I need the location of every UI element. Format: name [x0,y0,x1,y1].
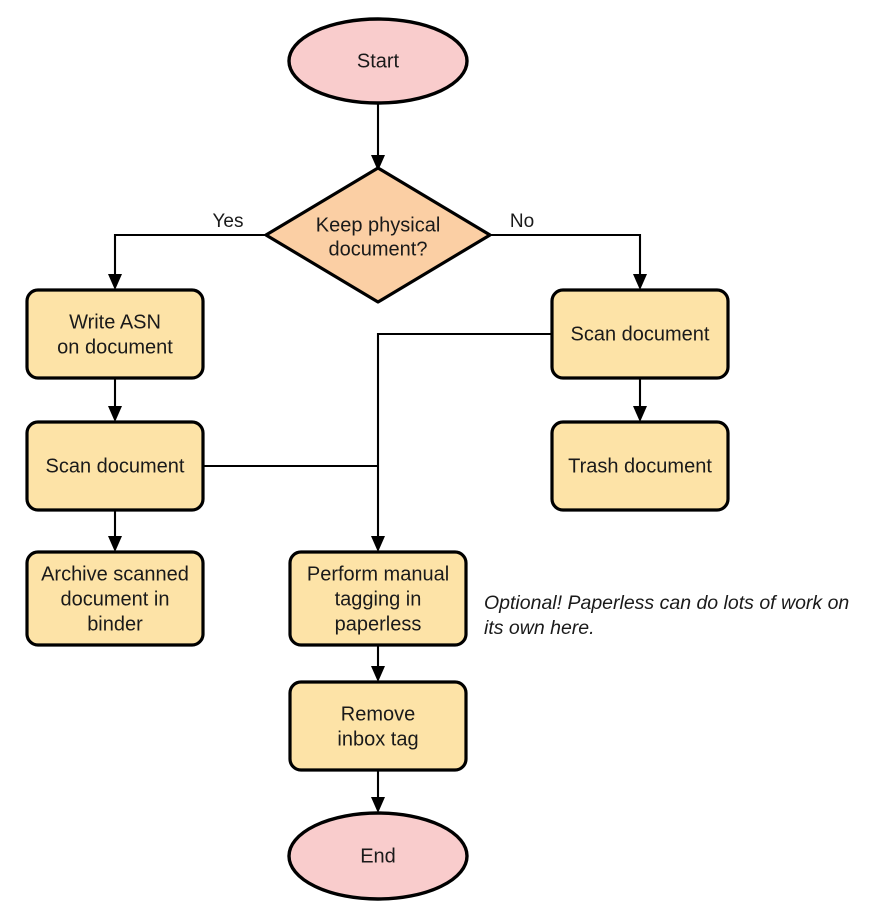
archive-label-line2: document in [61,588,170,610]
annotation-optional-note: Optional! Paperless can do lots of work … [484,592,849,639]
tagging-box-shape [288,550,468,647]
node-scan-document-left[interactable]: Scan document [25,420,205,512]
remove-inbox-tag-box-shape [288,680,468,772]
node-write-asn-on-document[interactable]: Write ASN on document [25,288,205,380]
node-remove-inbox-tag[interactable]: Remove inbox tag [288,680,468,772]
edge-writeasn-to-scanleft [108,378,122,422]
remove-inbox-tag-label-line1: Remove [341,703,415,725]
node-end[interactable]: End [287,811,469,901]
edge-scanright-to-tagging [371,332,552,552]
decision-label-line2: document? [329,238,428,260]
decision-diamond-shape [264,166,492,304]
end-label: End [360,845,396,867]
edge-scanright-to-trash [633,378,647,422]
edge-start-to-decision [371,103,385,171]
edge-label-yes: Yes [213,211,244,232]
scan-document-right-label: Scan document [571,323,710,345]
node-layer: Start Keep physical document? Write ASN … [25,17,730,901]
write-asn-box-shape [25,288,205,380]
edge-tagging-to-removeinbox [371,645,385,682]
tagging-label-line3: paperless [335,613,422,635]
decision-label-line1: Keep physical [316,214,441,236]
start-ellipse-shape [287,17,469,105]
optional-note-line2: its own here. [484,617,595,639]
scan-document-left-box-shape [25,420,205,512]
end-ellipse-shape [287,811,469,901]
write-asn-label-line2: on document [57,336,173,358]
node-trash-document[interactable]: Trash document [550,420,730,512]
node-perform-manual-tagging[interactable]: Perform manual tagging in paperless [288,550,468,647]
archive-label-line1: Archive scanned [41,563,189,585]
remove-inbox-tag-label-line2: inbox tag [337,728,418,750]
edge-layer: Yes No [108,103,647,813]
scan-document-left-label: Scan document [46,455,185,477]
write-asn-label-line1: Write ASN [69,311,161,333]
trash-document-box-shape [550,420,730,512]
archive-label-line3: binder [87,613,143,635]
node-decision-keep-physical-document[interactable]: Keep physical document? [264,166,492,304]
tagging-label-line1: Perform manual [307,563,449,585]
tagging-label-line2: tagging in [335,588,422,610]
edge-decision-yes [108,233,266,290]
edge-label-no: No [510,211,534,232]
node-start[interactable]: Start [287,17,469,105]
start-label: Start [357,50,400,72]
scan-document-right-box-shape [550,288,730,380]
node-archive-scanned-document[interactable]: Archive scanned document in binder [25,550,205,647]
edge-scanleft-to-archive [108,510,122,552]
optional-note-line1: Optional! Paperless can do lots of work … [484,592,849,614]
trash-document-label: Trash document [568,455,712,477]
archive-box-shape [25,550,205,647]
edge-removeinbox-to-end [371,770,385,813]
node-scan-document-right[interactable]: Scan document [550,288,730,380]
edge-decision-no [490,233,647,290]
